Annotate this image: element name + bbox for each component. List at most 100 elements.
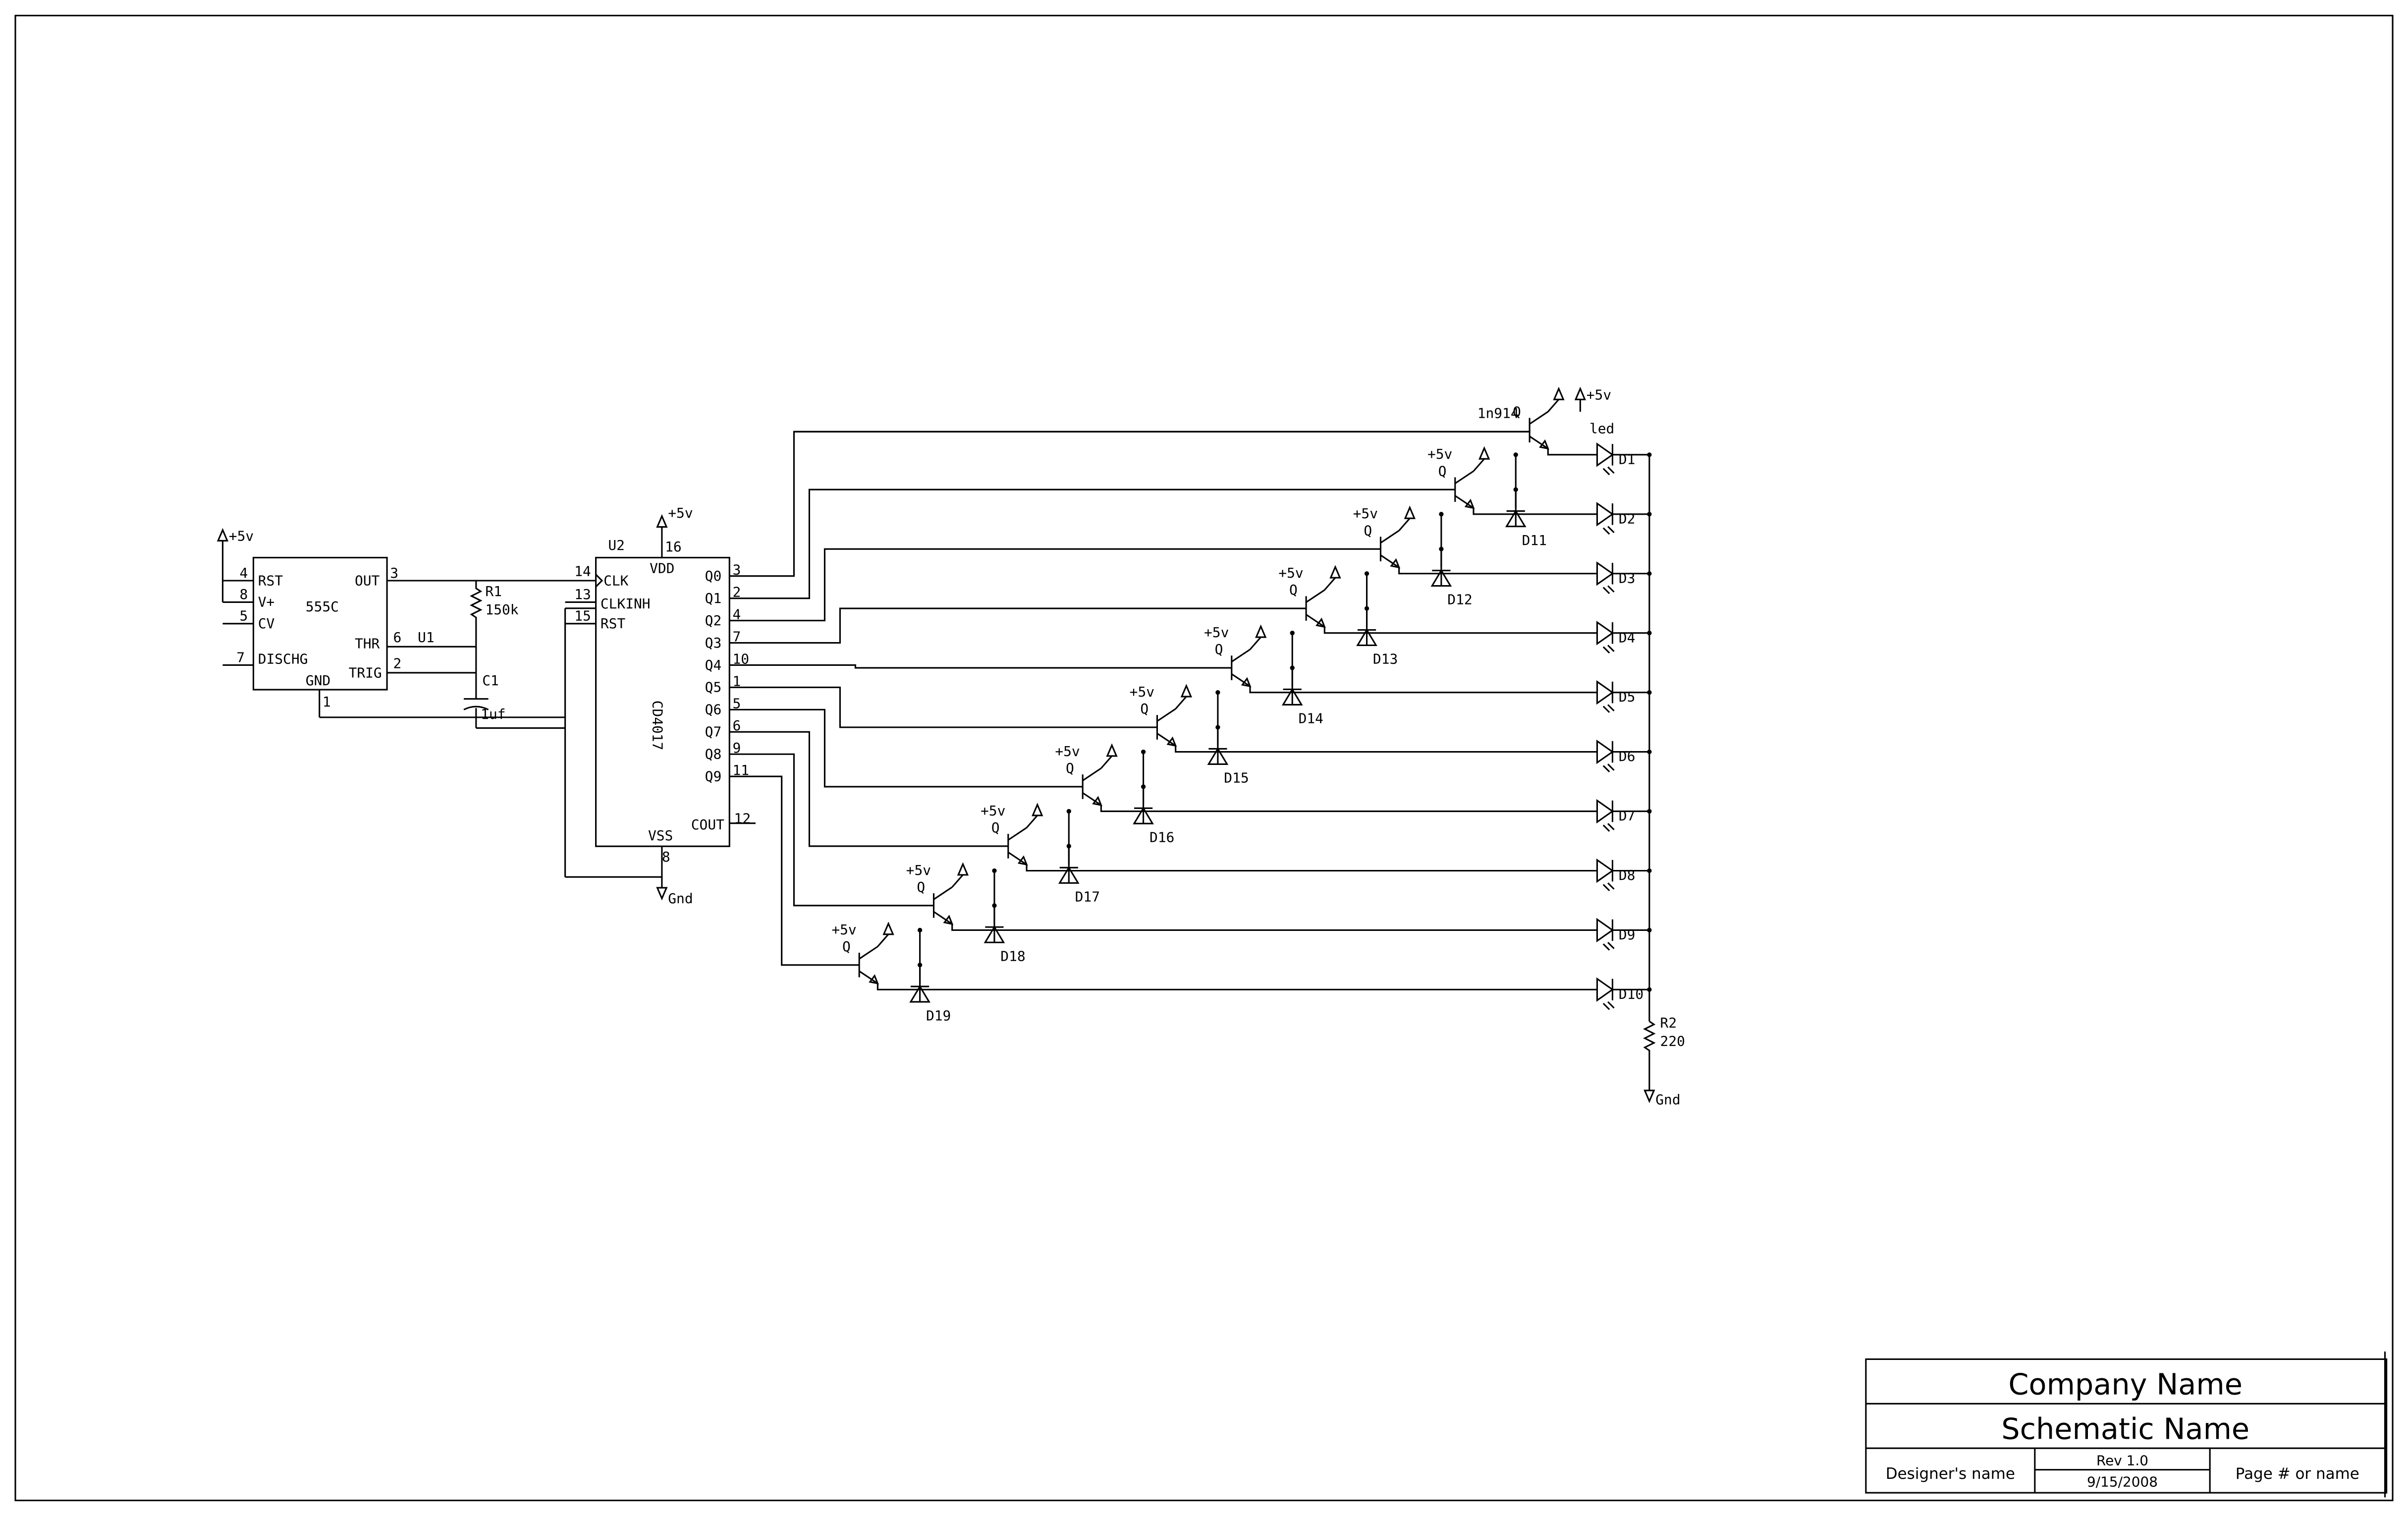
led: [1596, 799, 1649, 832]
led: [1596, 739, 1649, 772]
transistor-label: Q: [1513, 403, 1521, 420]
u2-pin-num-q: 9: [732, 740, 741, 756]
u2-ref: U2: [608, 537, 625, 553]
u1-ref: U1: [418, 629, 435, 646]
junction-dot: [1647, 512, 1652, 517]
vcc-label: +5v: [906, 862, 931, 878]
junction-dot: [1647, 987, 1652, 992]
vcc-label: +5v: [981, 803, 1005, 819]
diode-label: D16: [1149, 829, 1174, 846]
u2-pin-num-cout: 12: [734, 811, 751, 827]
diode-label: D17: [1075, 888, 1100, 905]
u1-pin-num-rst: 4: [240, 565, 248, 581]
junction-dot: [1647, 868, 1652, 873]
c1-ref: C1: [482, 672, 499, 689]
diode-label: D15: [1224, 770, 1249, 786]
steering-diode: D13: [1356, 571, 1398, 667]
led: [1596, 918, 1649, 951]
junction-dot: [1141, 749, 1146, 755]
designer-name: Designer's name: [1886, 1465, 2015, 1483]
led-label: D9: [1619, 926, 1636, 943]
u1-pin-num-vplus: 8: [240, 586, 248, 602]
steering-diode: D18: [984, 868, 1026, 964]
diode-label: D11: [1522, 532, 1547, 548]
led: [1596, 561, 1649, 595]
u2-pin-num-vdd: 16: [665, 539, 682, 555]
r1-value: 150k: [485, 601, 518, 618]
led: [1596, 977, 1649, 1010]
u2-pin-num-q: 1: [732, 673, 741, 689]
u1-pin-thr: THR: [355, 635, 380, 651]
gnd-label-r2: Gnd: [1655, 1091, 1680, 1108]
transistor-label: Q: [1289, 582, 1298, 598]
junction-dot: [1647, 631, 1652, 636]
u2-pin-num-q: 11: [732, 762, 749, 778]
u1-pin-num-out: 3: [390, 565, 398, 581]
r1-ref: R1: [485, 583, 502, 599]
revision: Rev 1.0: [2096, 1452, 2148, 1468]
u2-pin-num-q: 3: [732, 562, 741, 578]
schematic-wiring: [217, 386, 1656, 1103]
diode-label: D18: [1000, 948, 1025, 964]
junction-dot: [1647, 452, 1652, 457]
u1-pin-vplus: V+: [258, 594, 275, 610]
junction-dot: [1066, 844, 1071, 849]
junction-dot: [1439, 546, 1444, 551]
steering-diode: D14: [1281, 631, 1323, 727]
vcc-label: +5v: [831, 921, 856, 938]
date: 9/15/2008: [2087, 1474, 2158, 1490]
u2-pin-clkinh: CLKINH: [601, 596, 651, 612]
gnd-label-u2: Gnd: [668, 890, 693, 907]
led-label: D8: [1619, 867, 1636, 883]
u2-pin-num-q: 6: [732, 717, 741, 734]
transistor-label: Q: [1066, 760, 1074, 776]
u1-pin-gnd: GND: [306, 672, 330, 689]
junction-dot: [1364, 571, 1369, 576]
u2-pin-vdd: VDD: [650, 560, 674, 577]
transistor-label: Q: [1364, 522, 1372, 539]
led-label: D10: [1619, 986, 1643, 1002]
steering-diode: D16: [1133, 749, 1174, 846]
led: [1596, 680, 1649, 713]
led-label: D4: [1619, 629, 1636, 646]
u2-part: CD4017: [649, 701, 665, 751]
steering-diode: D19: [909, 927, 951, 1024]
junction-dot: [1513, 487, 1518, 492]
u2-pin-q: Q0: [705, 568, 722, 584]
steering-diode: D17: [1058, 809, 1100, 905]
u2-pin-q: Q3: [705, 635, 722, 651]
vcc-label-u1: +5v: [229, 528, 254, 544]
led-label: D3: [1619, 570, 1636, 586]
junction-dot: [1647, 749, 1652, 755]
vcc-label: +5v: [1427, 446, 1452, 462]
junction-dot: [1215, 725, 1220, 730]
transistor-label: Q: [991, 819, 1000, 836]
junction-dot: [1215, 690, 1220, 695]
led-label: D2: [1619, 510, 1636, 527]
led-label: D7: [1619, 808, 1636, 824]
steering-diode: D15: [1207, 690, 1249, 786]
led: [1596, 858, 1649, 891]
u2-pin-num-q: 4: [732, 606, 741, 622]
vcc-label: +5v: [1204, 624, 1229, 641]
u1-pin-num-thr: 6: [393, 629, 401, 646]
u2-pin-clk: CLK: [603, 572, 629, 589]
u1-pin-out: OUT: [355, 572, 380, 589]
steering-diode: D12: [1430, 512, 1473, 608]
transistor-label: Q: [1215, 641, 1223, 657]
u2-pin-num-q: 10: [732, 650, 749, 667]
u1-pin-num-dischg: 7: [236, 649, 245, 665]
u2-pin-num-clkinh: 13: [574, 586, 591, 602]
vcc-label-u2: +5v: [668, 505, 693, 521]
junction-dot: [1141, 784, 1146, 789]
diode-label: D14: [1299, 710, 1323, 727]
